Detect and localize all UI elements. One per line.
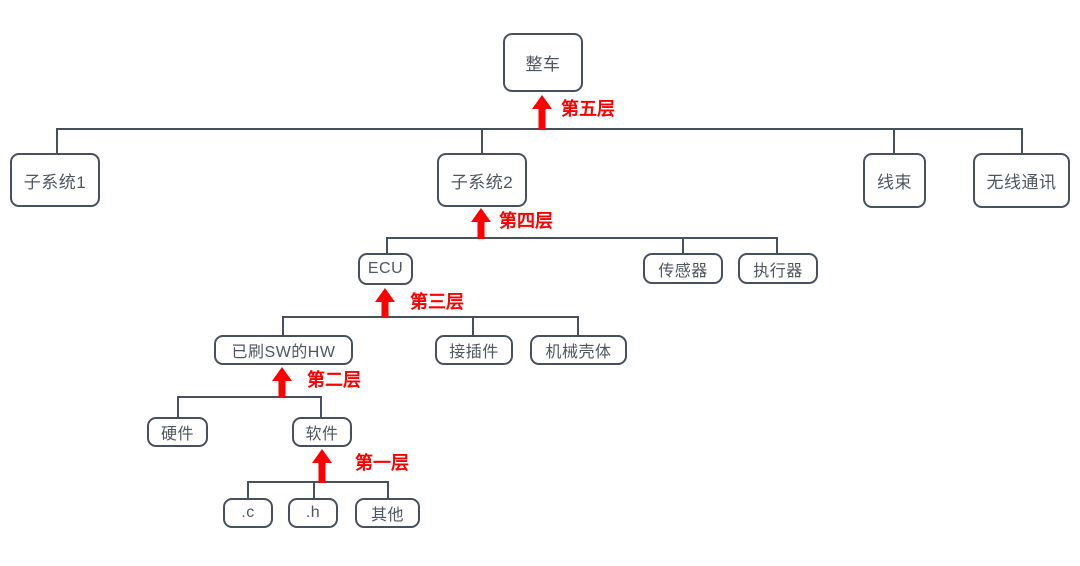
up-arrow-icon (532, 95, 552, 130)
node-other: 其他 (355, 498, 420, 528)
node-subsystem-1: 子系统1 (10, 153, 100, 207)
up-arrow-icon (312, 449, 332, 483)
node-sensor: 传感器 (643, 253, 723, 284)
node-mechanical-housing: 机械壳体 (530, 335, 627, 365)
level-1-label: 第一层 (355, 453, 409, 473)
node-hardware: 硬件 (147, 417, 208, 447)
connector-line (247, 474, 389, 498)
connector-line (386, 237, 778, 253)
up-arrow-icon (375, 288, 395, 318)
node-ecu: ECU (358, 253, 413, 285)
node-wireless-comm: 无线通讯 (973, 153, 1070, 208)
level-4-label: 第四层 (499, 211, 553, 231)
connector-line (177, 396, 322, 417)
node-dot-c: .c (223, 498, 273, 528)
node-vehicle: 整车 (503, 33, 583, 92)
level-3-label: 第三层 (410, 292, 464, 312)
level-2-label: 第二层 (307, 370, 361, 390)
node-connector-part: 接插件 (435, 335, 513, 365)
node-actuator: 执行器 (738, 253, 818, 284)
node-software: 软件 (292, 417, 352, 447)
node-dot-h: .h (288, 498, 338, 528)
up-arrow-icon (471, 208, 491, 239)
connector-line (56, 128, 1023, 153)
node-subsystem-2: 子系统2 (437, 153, 527, 207)
up-arrow-icon (272, 367, 292, 398)
level-5-label: 第五层 (561, 99, 615, 119)
connector-line (282, 316, 579, 335)
node-hw-with-flashed-sw: 已刷SW的HW (214, 335, 353, 365)
node-wiring-harness: 线束 (863, 153, 926, 208)
